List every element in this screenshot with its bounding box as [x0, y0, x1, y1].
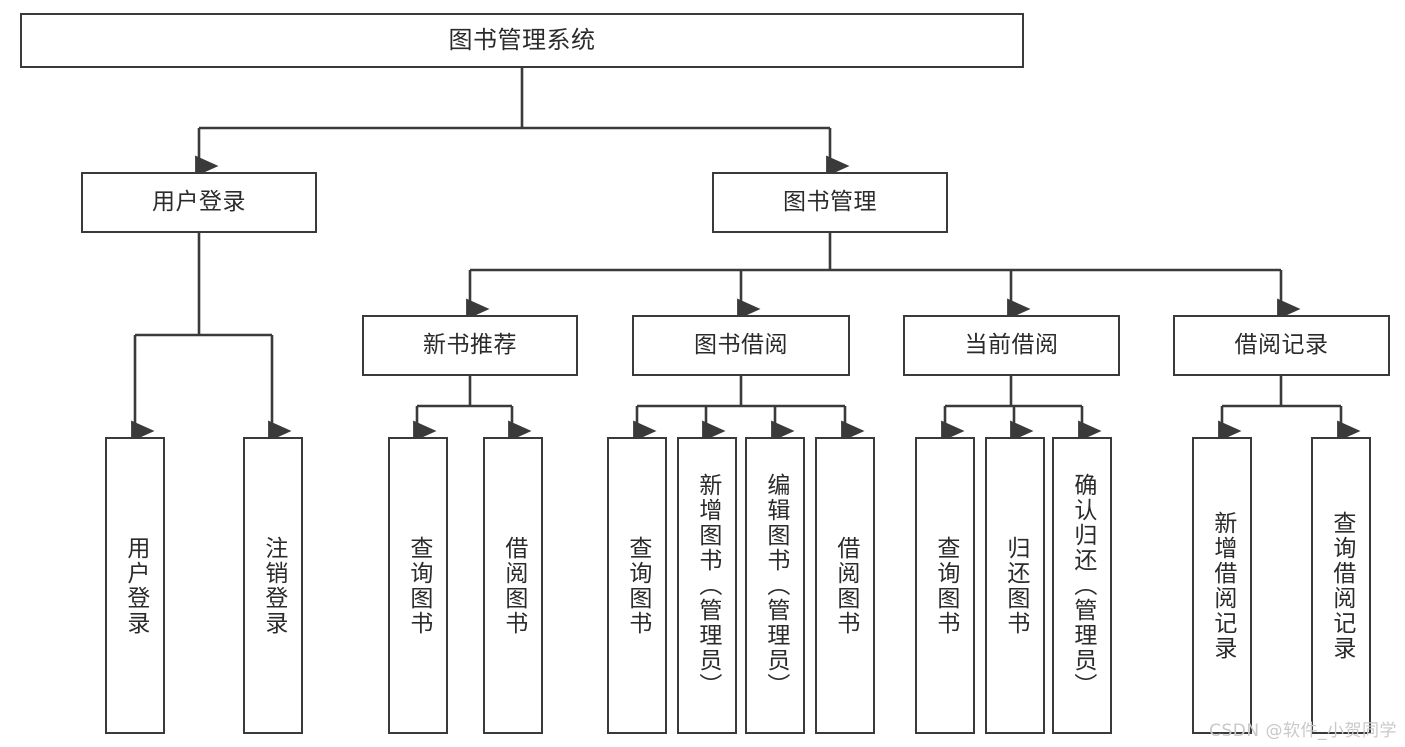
- node-book-borrow-label: 图书借阅: [694, 331, 788, 358]
- node-book-manage-label: 图书管理: [783, 188, 877, 215]
- node-leaf-borrow-book-2-label: 借阅图书: [832, 535, 859, 636]
- node-user-login-label: 用户登录: [152, 188, 246, 215]
- node-leaf-return-book-label: 归还图书: [1002, 535, 1029, 636]
- node-leaf-edit-book[interactable]: 编辑图书（管理员）: [745, 437, 805, 734]
- node-leaf-query-book-1-label: 查询图书: [405, 535, 432, 636]
- node-user-login[interactable]: 用户登录: [81, 172, 317, 233]
- node-leaf-confirm-return-label: 确认归还（管理员）: [1069, 473, 1096, 698]
- node-leaf-query-book-1[interactable]: 查询图书: [388, 437, 448, 734]
- node-leaf-add-book-label: 新增图书（管理员）: [694, 473, 721, 698]
- node-leaf-borrow-book-1[interactable]: 借阅图书: [483, 437, 543, 734]
- node-leaf-query-record-label: 查询借阅记录: [1328, 510, 1355, 661]
- node-leaf-borrow-book-1-label: 借阅图书: [500, 535, 527, 636]
- node-leaf-borrow-book-2[interactable]: 借阅图书: [815, 437, 875, 734]
- node-leaf-add-record-label: 新增借阅记录: [1209, 510, 1236, 661]
- node-borrow-record-label: 借阅记录: [1234, 331, 1329, 358]
- node-current-borrow-label: 当前借阅: [964, 331, 1059, 358]
- node-leaf-query-book-2-label: 查询图书: [624, 535, 651, 636]
- node-leaf-edit-book-label: 编辑图书（管理员）: [762, 473, 789, 698]
- node-book-manage[interactable]: 图书管理: [712, 172, 948, 233]
- csdn-watermark: CSDN @软件_小贺同学: [1209, 721, 1397, 741]
- node-root[interactable]: 图书管理系统: [20, 13, 1024, 68]
- node-leaf-add-book[interactable]: 新增图书（管理员）: [677, 437, 737, 734]
- node-current-borrow[interactable]: 当前借阅: [903, 315, 1120, 376]
- node-borrow-record[interactable]: 借阅记录: [1173, 315, 1390, 376]
- node-leaf-user-logout-label: 注销登录: [260, 535, 287, 636]
- node-root-label: 图书管理系统: [448, 26, 596, 55]
- node-new-book-recommend[interactable]: 新书推荐: [362, 315, 578, 376]
- node-leaf-query-book-3-label: 查询图书: [932, 535, 959, 636]
- node-leaf-user-login-label: 用户登录: [122, 535, 149, 636]
- node-leaf-confirm-return[interactable]: 确认归还（管理员）: [1052, 437, 1112, 734]
- node-leaf-query-record[interactable]: 查询借阅记录: [1311, 437, 1371, 734]
- node-book-borrow[interactable]: 图书借阅: [632, 315, 850, 376]
- node-leaf-user-logout[interactable]: 注销登录: [243, 437, 303, 734]
- node-leaf-add-record[interactable]: 新增借阅记录: [1192, 437, 1252, 734]
- node-leaf-return-book[interactable]: 归还图书: [985, 437, 1045, 734]
- node-leaf-query-book-3[interactable]: 查询图书: [915, 437, 975, 734]
- node-leaf-query-book-2[interactable]: 查询图书: [607, 437, 667, 734]
- node-new-book-recommend-label: 新书推荐: [423, 331, 517, 358]
- node-leaf-user-login[interactable]: 用户登录: [105, 437, 165, 734]
